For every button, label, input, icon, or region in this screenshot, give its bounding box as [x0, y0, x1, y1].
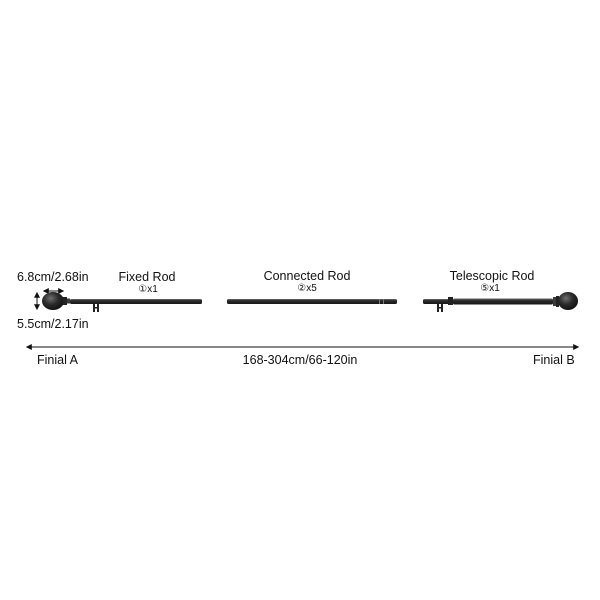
telescopic-rod-quantity: ⑤x1	[480, 283, 500, 294]
telescopic-rod	[423, 292, 578, 312]
telescopic-rod-label: Telescopic Rod	[449, 269, 535, 283]
fixed-rod-label: Fixed Rod	[118, 270, 176, 284]
finial-a-ball	[42, 292, 64, 310]
finial-diameter-label: 5.5cm/2.17in	[17, 317, 89, 331]
total-length-label: 168-304cm/66-120in	[242, 353, 358, 367]
fixed-rod	[42, 292, 202, 312]
finial-b-label: Finial B	[533, 353, 575, 367]
finial-b-ball	[558, 292, 578, 310]
connected-rod	[227, 299, 397, 304]
finial-length-label: 6.8cm/2.68in	[17, 270, 89, 284]
fixed-rod-quantity: ①x1	[138, 284, 158, 295]
connected-rod-quantity: ②x5	[297, 283, 317, 294]
finial-a-label: Finial A	[37, 353, 78, 367]
connected-rod-label: Connected Rod	[263, 269, 351, 283]
